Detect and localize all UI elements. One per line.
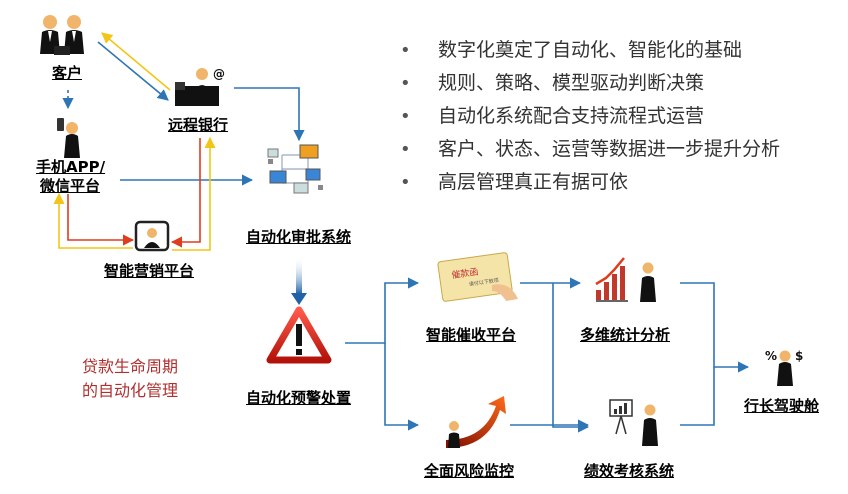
marketing-icon bbox=[134, 220, 170, 252]
node-performance: 绩效考核系统 bbox=[584, 462, 675, 480]
connector-warning-to-collection bbox=[345, 277, 420, 344]
presentation-board-icon bbox=[609, 399, 658, 446]
key-point: 高层管理真正有据可依 bbox=[398, 166, 780, 199]
collection-notice-icon: 催款函 请付以下款项 bbox=[437, 252, 518, 302]
key-point: 数字化奠定了自动化、智能化的基础 bbox=[398, 34, 780, 67]
connector-mobile-to-marketing bbox=[67, 194, 135, 246]
connector-customer-to-bank bbox=[97, 41, 169, 101]
lifecycle-caption: 贷款生命周期 的自动化管理 bbox=[82, 355, 178, 403]
connector-bank-to-customer bbox=[101, 32, 171, 91]
connector-warning-to-risk bbox=[384, 343, 420, 431]
card-subtitle: 请付以下款项 bbox=[468, 277, 499, 288]
rising-arrow-icon bbox=[446, 396, 506, 448]
connector-bank-to-approval bbox=[234, 87, 305, 142]
stats-chart-icon bbox=[595, 257, 656, 302]
key-points-list: 数字化奠定了自动化、智能化的基础 规则、策略、模型驱动判断决策 自动化系统配合支… bbox=[398, 34, 780, 199]
warning-icon bbox=[266, 306, 332, 364]
mobile-user-icon bbox=[57, 118, 80, 158]
node-customer: 客户 bbox=[52, 64, 83, 82]
percent-sign: % bbox=[765, 349, 777, 363]
key-point: 自动化系统配合支持流程式运营 bbox=[398, 100, 780, 133]
node-auto-warning: 自动化预警处置 bbox=[246, 389, 352, 407]
node-mobile-app-line2: 微信平台 bbox=[40, 177, 101, 195]
remote-bank-icon: @ bbox=[175, 67, 225, 106]
customer-group-icon bbox=[40, 15, 84, 55]
node-smart-collection: 智能催收平台 bbox=[426, 326, 517, 344]
node-risk-monitor: 全面风险监控 bbox=[424, 462, 515, 480]
connector-bank-to-marketing bbox=[170, 138, 201, 248]
node-multi-stats: 多维统计分析 bbox=[580, 326, 671, 344]
node-auto-approval: 自动化审批系统 bbox=[246, 228, 352, 246]
connector-collection-to-performance bbox=[552, 283, 590, 433]
card-title: 催款函 bbox=[451, 266, 479, 282]
node-remote-bank: 远程银行 bbox=[168, 116, 229, 134]
connector-marketing-to-mobile bbox=[53, 192, 133, 249]
key-point: 规则、策略、模型驱动判断决策 bbox=[398, 67, 780, 100]
node-cockpit: 行长驾驶舱 bbox=[744, 397, 820, 415]
node-mobile-app-line1: 手机APP/ bbox=[36, 158, 106, 176]
caption-line1: 贷款生命周期 bbox=[82, 357, 179, 376]
at-sign: @ bbox=[213, 67, 225, 81]
caption-line2: 的自动化管理 bbox=[82, 381, 179, 400]
connector-marketing-to-bank bbox=[172, 136, 216, 251]
connector-approval-to-warning bbox=[296, 256, 302, 294]
connector-performance-to-cockpit bbox=[680, 367, 715, 426]
network-computers-icon bbox=[267, 144, 323, 194]
connector-approval-to-warning-head bbox=[291, 293, 307, 305]
dollar-sign: $ bbox=[795, 349, 803, 363]
connector-stats-to-cockpit bbox=[680, 282, 750, 373]
node-smart-marketing: 智能营销平台 bbox=[104, 262, 195, 280]
key-point: 客户、状态、运营等数据进一步提升分析 bbox=[398, 133, 780, 166]
cockpit-executive-icon: % $ bbox=[765, 349, 803, 386]
